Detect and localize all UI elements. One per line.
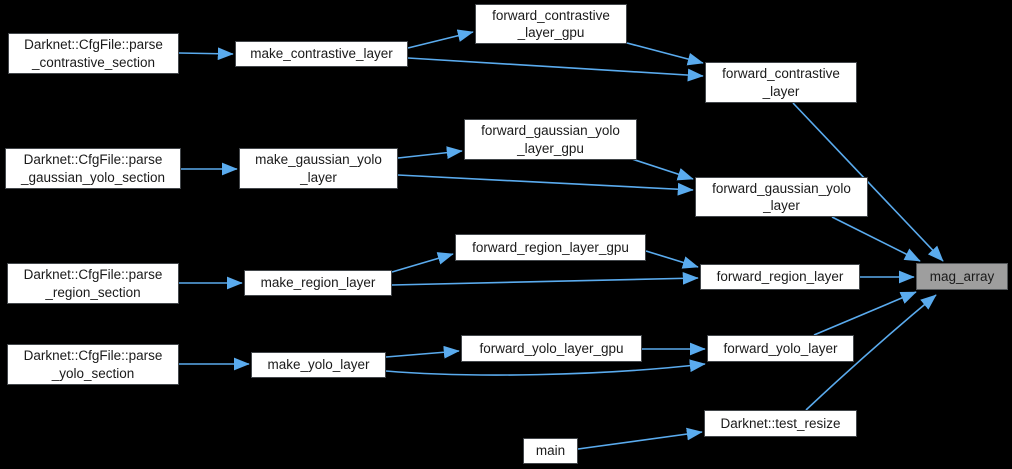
node-parse-contrastive-section[interactable]: Darknet::CfgFile::parse _contrastive_sec…	[8, 33, 179, 74]
edge-forward-contrastive-gpu-to-forward-contrastive	[626, 42, 704, 66]
edge-parse-contrastive-to-make-contrastive	[178, 47, 234, 61]
node-parse-region-section[interactable]: Darknet::CfgFile::parse _region_section	[7, 263, 179, 304]
node-forward-yolo-layer[interactable]: forward_yolo_layer	[707, 335, 854, 362]
edge-make-contrastive-to-forward-contrastive-gpu	[407, 29, 474, 49]
node-forward-gaussian-yolo-layer[interactable]: forward_gaussian_yolo _layer	[695, 177, 868, 217]
edge-make-gaussian-to-forward-gaussian	[397, 174, 694, 196]
node-forward-contrastive-layer-gpu[interactable]: forward_contrastive _layer_gpu	[475, 4, 627, 44]
edge-main-to-test-resize	[577, 427, 703, 450]
node-test-resize[interactable]: Darknet::test_resize	[704, 410, 857, 437]
edge-forward-yolo-to-mag-array	[813, 291, 917, 336]
node-main[interactable]: main	[523, 438, 578, 464]
edge-forward-gaussian-to-mag-array	[831, 216, 921, 262]
node-forward-yolo-layer-gpu[interactable]: forward_yolo_layer_gpu	[461, 335, 642, 362]
node-mag-array: mag_array	[916, 263, 1008, 290]
edge-make-gaussian-to-forward-gaussian-gpu	[397, 146, 463, 160]
node-parse-yolo-section[interactable]: Darknet::CfgFile::parse _yolo_section	[7, 344, 179, 385]
edge-forward-gaussian-gpu-to-forward-gaussian	[631, 158, 694, 181]
node-forward-region-layer[interactable]: forward_region_layer	[700, 264, 860, 290]
node-parse-gaussian-yolo-section[interactable]: Darknet::CfgFile::parse _gaussian_yolo_s…	[5, 148, 181, 189]
edge-make-yolo-to-forward-yolo	[385, 359, 706, 376]
node-make-region-layer[interactable]: make_region_layer	[244, 270, 392, 296]
node-make-yolo-layer[interactable]: make_yolo_layer	[251, 352, 386, 378]
node-forward-region-layer-gpu[interactable]: forward_region_layer_gpu	[455, 234, 646, 261]
edge-forward-region-gpu-to-forward-region	[645, 250, 699, 269]
edge-test-resize-to-mag-array	[805, 294, 937, 411]
node-make-gaussian-yolo-layer[interactable]: make_gaussian_yolo _layer	[239, 148, 398, 189]
node-forward-gaussian-yolo-layer-gpu[interactable]: forward_gaussian_yolo _layer_gpu	[464, 119, 637, 160]
edge-make-contrastive-to-forward-contrastive	[407, 57, 704, 82]
edge-make-yolo-to-forward-yolo-gpu	[385, 345, 460, 359]
edge-forward-contrastive-to-mag-array	[792, 102, 944, 262]
node-make-contrastive-layer[interactable]: make_contrastive_layer	[235, 41, 408, 67]
edge-make-region-to-forward-region	[391, 271, 699, 286]
edge-make-region-to-forward-region-gpu	[391, 252, 454, 273]
node-forward-contrastive-layer[interactable]: forward_contrastive _layer	[705, 62, 857, 103]
